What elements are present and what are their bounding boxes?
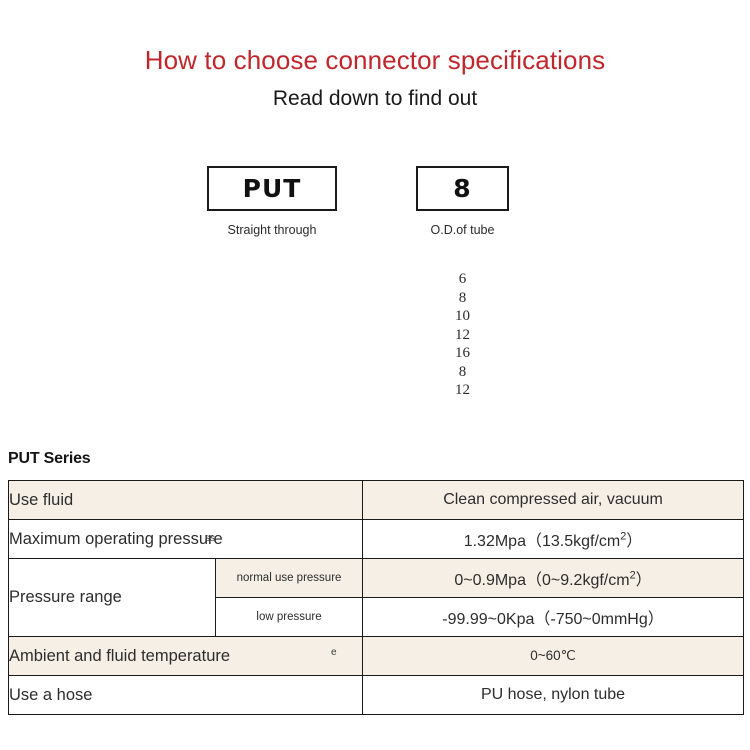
tube-size-option-list: 6 8 10 12 16 8 12 — [416, 270, 509, 400]
specification-table: Use fluid Clean compressed air, vacuum M… — [7, 480, 745, 715]
table-row: Ambient and fluid temperature e 0~60℃ — [7, 636, 745, 676]
series-code-group: PUT Straight through — [207, 166, 337, 237]
spec-table-heading: PUT Series — [8, 450, 91, 467]
list-item[interactable]: 8 — [458, 289, 467, 306]
list-item[interactable]: 16 — [455, 345, 470, 361]
size-code-group: 8 O.D.of tube — [416, 166, 509, 237]
row-label-pressure-range: Pressure range — [8, 558, 216, 637]
size-code-caption: O.D.of tube — [430, 223, 495, 237]
list-item[interactable]: 12 — [455, 326, 470, 343]
page-subtitle: Read down to find out — [272, 87, 478, 110]
row-value-low-pressure: -99.99~0Kpa（-750~0mmHg） — [362, 597, 745, 637]
page-title: How to choose connector specifications — [144, 45, 606, 75]
glyph-artifact: ss — [205, 533, 215, 544]
row-sublabel-low-pressure: low pressure — [214, 597, 364, 637]
size-code-text: 8 — [453, 174, 472, 203]
code-selector: PUT Straight through 8 O.D.of tube — [0, 166, 750, 246]
row-value-max-operating-pressure: 1.32Mpa（13.5kgf/cm2） — [362, 519, 745, 559]
series-code-text: PUT — [242, 174, 302, 203]
table-row: Use fluid Clean compressed air, vacuum — [7, 480, 745, 520]
row-value-use-a-hose: PU hose, nylon tube — [362, 675, 745, 715]
row-value-ambient-fluid-temperature: 0~60℃ — [362, 636, 745, 676]
row-label-use-a-hose: Use a hose — [7, 675, 364, 715]
list-item[interactable]: 10 — [455, 308, 470, 324]
glyph-artifact: e — [331, 647, 337, 658]
row-value-use-fluid: Clean compressed air, vacuum — [362, 480, 745, 520]
page-header: How to choose connector specifications R… — [0, 44, 750, 113]
row-label-text: Maximum operating pressure — [9, 529, 223, 548]
row-sublabel-normal-use-pressure: normal use pressure — [214, 558, 364, 598]
series-code-box[interactable]: PUT — [207, 166, 337, 211]
table-row: Pressure range normal use pressure 0~0.9… — [8, 558, 745, 637]
table-row: low pressure -99.99~0Kpa（-750~0mmHg） — [9, 597, 745, 637]
size-code-box[interactable]: 8 — [416, 166, 509, 211]
table-row: Use a hose PU hose, nylon tube — [7, 675, 745, 715]
row-label-text: Ambient and fluid temperature — [9, 646, 231, 665]
row-value-normal-use-pressure: 0~0.9Mpa（0~9.2kgf/cm2） — [362, 558, 745, 598]
list-item[interactable]: 8 — [458, 363, 467, 380]
row-label-use-fluid: Use fluid — [7, 480, 364, 520]
list-item[interactable]: 12 — [455, 382, 470, 398]
series-code-caption: Straight through — [227, 223, 317, 237]
list-item[interactable]: 6 — [458, 271, 467, 287]
row-label-ambient-fluid-temperature: Ambient and fluid temperature e — [7, 636, 364, 676]
